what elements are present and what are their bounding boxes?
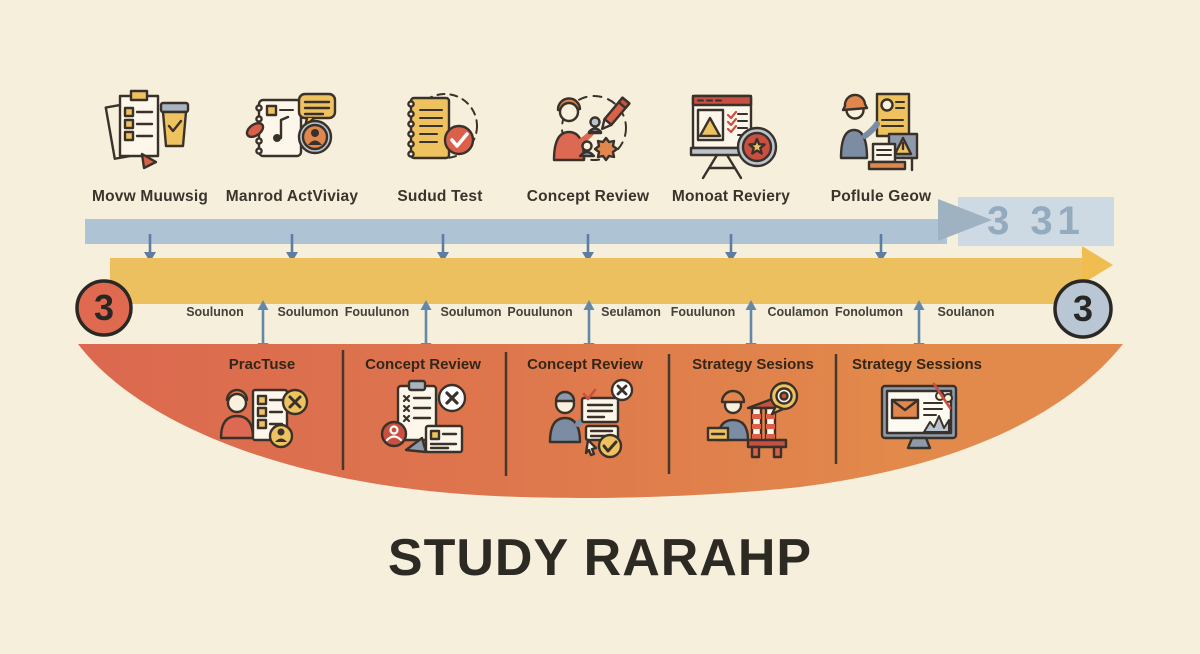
bottom-section-label: Concept Review xyxy=(365,356,481,373)
connector-label: Soulunon xyxy=(186,305,244,319)
down-arrow-icon xyxy=(144,234,156,262)
connector-label: Pouulunon xyxy=(507,305,573,319)
bottom-section-label: Concept Review xyxy=(527,356,643,373)
yellow-arrowhead-icon xyxy=(1082,246,1113,284)
monitor-analytics-icon xyxy=(880,382,958,450)
connector-label: Coulamon xyxy=(767,305,829,319)
top-step-label: Monoat Reviery xyxy=(671,188,791,205)
date-badge: 3 31 xyxy=(987,199,1085,243)
clipboard-x-feedback-icon xyxy=(380,379,467,454)
connector-label: Soulanon xyxy=(937,305,995,319)
connector-label: Soulumon xyxy=(277,305,339,319)
connector-label: Fouulunon xyxy=(344,305,410,319)
music-journal-chat-icon xyxy=(245,92,337,158)
connector-label: Fonolumon xyxy=(834,305,904,319)
connector-label: Soulumon xyxy=(440,305,502,319)
practice-person-checklist-icon xyxy=(219,388,309,449)
left-marker-number: 3 xyxy=(93,287,115,328)
top-step-label: Poflule Geow xyxy=(830,188,932,205)
timeline-band-blue xyxy=(85,197,1114,246)
down-arrow-icon xyxy=(286,234,298,262)
down-arrow-icon xyxy=(437,234,449,262)
down-arrows xyxy=(144,234,887,262)
presenter-warning-board-icon xyxy=(839,92,919,172)
top-step-label: Sudud Test xyxy=(397,188,483,205)
bottom-section-label: Strategy Sessions xyxy=(851,356,983,373)
timeline-band-yellow xyxy=(110,246,1113,304)
presentation-chart-star-icon xyxy=(689,94,778,180)
right-marker-circle xyxy=(1053,279,1113,339)
down-arrow-icon xyxy=(875,234,887,262)
left-marker-circle xyxy=(75,279,133,337)
checklist-coffee-icon xyxy=(104,89,190,170)
person-documents-check-icon xyxy=(548,378,634,459)
top-step-label: Manrod ActViviay xyxy=(225,188,359,205)
notepad-check-icon xyxy=(407,93,478,160)
connector-label: Fouulunon xyxy=(670,305,736,319)
page-title: STUDY RARAHP xyxy=(387,529,813,587)
builder-structure-target-icon xyxy=(706,381,799,459)
top-step-label: Movw Muuwsig xyxy=(91,188,209,205)
bottom-section-label: PracTuse xyxy=(228,356,296,373)
top-step-label: Concept Review xyxy=(526,188,650,205)
down-arrow-icon xyxy=(582,234,594,262)
bottom-section-label: Strategy Sesions xyxy=(692,356,814,373)
right-marker-number: 3 xyxy=(1072,288,1094,329)
mentor-figures-pencil-icon xyxy=(552,95,631,162)
blue-arrowhead-icon xyxy=(938,199,992,241)
down-arrow-icon xyxy=(725,234,737,262)
connector-label: Seulamon xyxy=(601,305,661,319)
section-dividers xyxy=(341,350,838,476)
